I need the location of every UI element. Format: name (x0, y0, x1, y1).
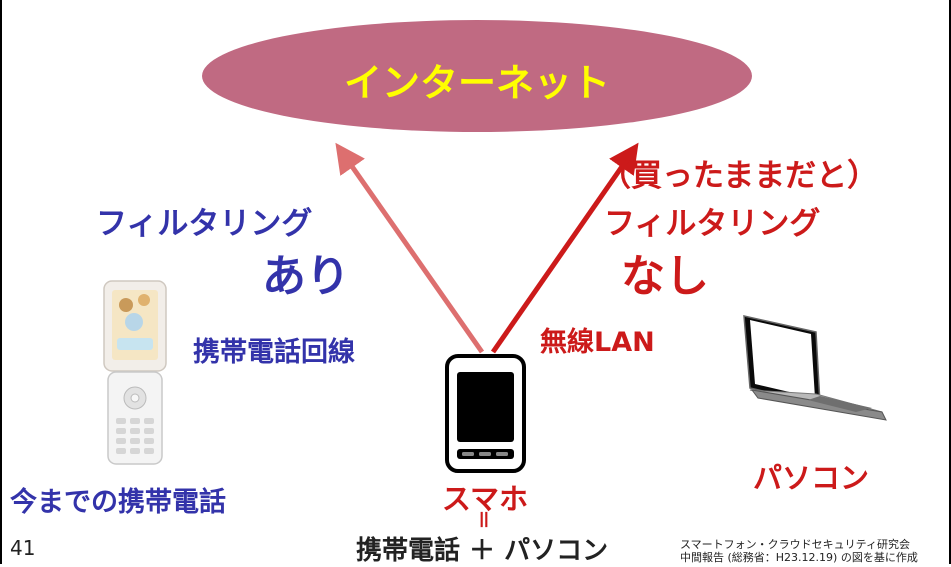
pc-label: パソコン (753, 461, 870, 495)
equation-label: 携帯電話 ＋ パソコン (356, 536, 609, 566)
laptop-icon (743, 315, 887, 421)
source-note-line2: 中間報告 (総務省：H23.12.19) の図を基に作成 (680, 551, 918, 564)
source-note-line1: スマートフォン・クラウドセキュリティ研究会 (680, 538, 911, 551)
feature-phone-label: 今までの携帯電話 (10, 487, 226, 518)
filtering-label-left: フィルタリング (96, 206, 313, 242)
feature-phone-icon (103, 280, 167, 465)
arrow-without-filtering (490, 142, 639, 354)
mobile-line-label: 携帯電話回線 (193, 337, 355, 368)
filtering-label-right: フィルタリング (604, 206, 821, 242)
as-purchased-note: （買ったままだと） (600, 158, 879, 194)
filtering-status-no: なし (621, 251, 709, 302)
internet-label: インターネット (343, 61, 610, 105)
smartphone-icon (445, 354, 526, 473)
page-number: 41 (10, 536, 36, 560)
internet-ellipse (202, 20, 752, 132)
filtering-status-yes: あり (262, 251, 350, 302)
wifi-label: 無線LAN (540, 327, 655, 358)
smartphone-label: スマホ (441, 482, 529, 516)
arrow-with-filtering (335, 142, 485, 354)
